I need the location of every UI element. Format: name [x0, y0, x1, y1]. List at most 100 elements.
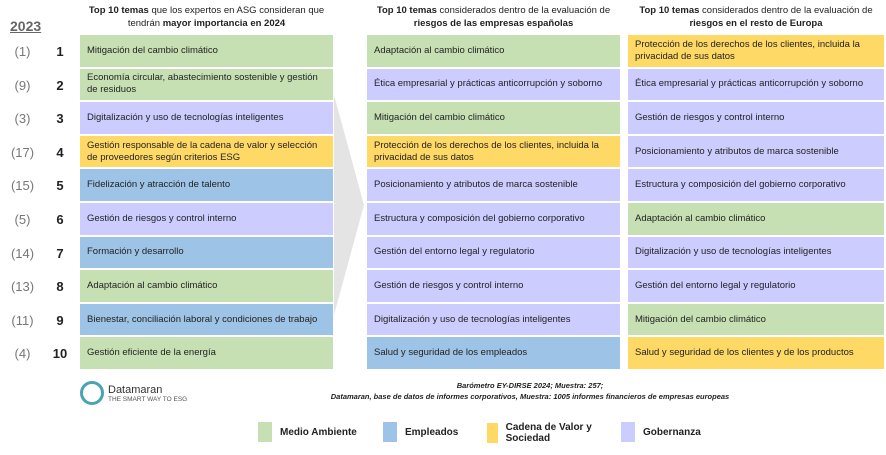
topic-text: Digitalización y uso de tecnologías inte…	[635, 246, 832, 258]
legend-item: Medio Ambiente	[258, 422, 357, 442]
topic-cell: Bienestar, conciliación laboral y condic…	[80, 303, 333, 338]
rank: 3	[56, 111, 64, 127]
topic-cell: Gestión responsable de la cadena de valo…	[80, 135, 333, 170]
year-label: 2023	[10, 18, 42, 34]
topic-cell: Gestión de riesgos y control interno	[628, 102, 884, 136]
topic-text: Ética empresarial y prácticas anticorrup…	[374, 78, 603, 90]
topic-text: Posicionamiento y atributos de marca sos…	[635, 145, 839, 157]
topic-text: Posicionamiento y atributos de marca sos…	[374, 179, 578, 191]
source-note: Barómetro EY-DIRSE 2024; Muestra: 257; Da…	[250, 380, 810, 402]
arrow-icon	[334, 95, 364, 315]
legend-item: Cadena de Valor y Sociedad	[487, 422, 607, 444]
logo-name: Datamaran	[108, 383, 163, 396]
topic-text: Gestión del entorno legal y regulatorio	[635, 279, 796, 291]
previous-rank: (13)	[10, 279, 35, 295]
header-experts: Top 10 temas que los expertos en ASG con…	[88, 5, 325, 29]
legend-label: Empleados	[405, 426, 459, 438]
topic-text: Gestión responsable de la cadena de valo…	[87, 139, 318, 163]
topic-text: Adaptación al cambio climático	[374, 44, 505, 56]
topic-text: Salud y seguridad de los clientes y de l…	[635, 347, 854, 359]
rank: 4	[56, 144, 64, 160]
row-label: (9) 2	[0, 69, 80, 102]
rank: 10	[52, 346, 68, 362]
topic-cell: Ética empresarial y prácticas anticorrup…	[367, 68, 620, 103]
topic-cell: Adaptación al cambio climático	[367, 35, 620, 69]
topic-cell: Gestión del entorno legal y regulatorio	[628, 270, 884, 304]
legend-swatch	[258, 422, 272, 442]
topic-text: Mitigación del cambio climático	[87, 44, 218, 56]
row-label: (14)7	[0, 237, 80, 270]
topic-cell: Digitalización y uso de tecnologías inte…	[80, 102, 333, 136]
rank: 9	[56, 312, 64, 328]
rank: 7	[56, 245, 64, 261]
topic-cell: Mitigación del cambio climático	[628, 303, 884, 338]
topic-cell: Gestión de riesgos y control interno	[80, 203, 333, 237]
topic-cell: Posicionamiento y atributos de marca sos…	[628, 135, 884, 170]
topic-text: Adaptación al cambio climático	[635, 212, 766, 224]
legend-item: Empleados	[383, 422, 458, 442]
row-label: (5)6	[0, 203, 80, 236]
topic-text: Gestión de riesgos y control interno	[374, 279, 524, 291]
topic-cell: Gestión de riesgos y control interno	[367, 270, 620, 304]
previous-rank: (3)	[14, 111, 31, 127]
legend-label: Cadena de Valor y Sociedad	[505, 422, 592, 444]
topic-text: Formación y desarrollo	[87, 246, 184, 258]
row-label: (3) 3	[0, 102, 80, 135]
row-label: (11) 9	[0, 304, 80, 337]
topic-cell: Gestión del entorno legal y regulatorio	[367, 236, 620, 271]
topic-text: Digitalización y uso de tecnologías inte…	[87, 111, 284, 123]
topic-cell: Digitalización y uso de tecnologías inte…	[367, 303, 620, 338]
row-label: (4) 10	[0, 337, 80, 370]
header-europe: Top 10 temas considerados dentro de la e…	[639, 5, 873, 29]
topic-text: Fidelización y atracción de talento	[87, 179, 231, 191]
legend-swatch	[621, 422, 635, 442]
row-label: (17) 4	[0, 136, 80, 169]
previous-rank: (9)	[14, 77, 31, 93]
topic-cell: Estructura y composición del gobierno co…	[628, 169, 884, 203]
topic-cell: Mitigación del cambio climático	[367, 102, 620, 136]
topic-text: Bienestar, conciliación laboral y condic…	[87, 313, 318, 325]
topic-cell: Protección de los derechos de los client…	[628, 35, 884, 69]
topic-text: Adaptación al cambio climático	[87, 279, 218, 291]
topic-text: Mitigación del cambio climático	[635, 313, 766, 325]
topic-text: Salud y seguridad de los empleados	[374, 347, 528, 359]
topic-text: Gestión eficiente de la energía	[87, 347, 216, 359]
previous-rank: (11)	[11, 312, 34, 328]
topic-cell: Formación y desarrollo	[80, 236, 333, 271]
topic-text: Gestión del entorno legal y regulatorio	[374, 246, 535, 258]
topic-text: Estructura y composición del gobierno co…	[635, 179, 846, 191]
rank: 8	[56, 279, 64, 295]
source-line: Barómetro EY-DIRSE 2024; Muestra: 257;	[456, 381, 604, 390]
topic-cell: Fidelización y atracción de talento	[80, 169, 333, 203]
legend-label: Gobernanza	[643, 426, 701, 438]
topic-text: Protección de los derechos de los client…	[635, 38, 860, 62]
topic-cell: Economía circular, abastecimiento sosten…	[80, 68, 333, 103]
logo-icon	[80, 381, 104, 405]
topic-cell: Ética empresarial y prácticas anticorrup…	[628, 68, 884, 103]
previous-rank: (17)	[10, 144, 35, 160]
topic-cell: Mitigación del cambio climático	[80, 35, 333, 69]
legend-label: Medio Ambiente	[280, 426, 357, 438]
topic-cell: Salud y seguridad de los empleados	[367, 337, 620, 371]
header-spain: Top 10 temas considerados dentro de la e…	[376, 5, 611, 29]
topic-cell: Protección de los derechos de los client…	[367, 135, 620, 170]
topic-text: Gestión de riesgos y control interno	[635, 111, 785, 123]
previous-rank: (4)	[14, 346, 31, 362]
rank: 2	[56, 77, 64, 93]
topic-cell: Estructura y composición del gobierno co…	[367, 203, 620, 237]
logo-tagline: THE SMART WAY TO ESG	[108, 395, 188, 403]
topic-text: Economía circular, abastecimiento sosten…	[87, 72, 318, 96]
topic-text: Gestión de riesgos y control interno	[87, 212, 237, 224]
legend-swatch	[487, 423, 498, 443]
topic-cell: Digitalización y uso de tecnologías inte…	[628, 236, 884, 271]
previous-rank: (15)	[10, 178, 35, 194]
topic-text: Estructura y composición del gobierno co…	[374, 212, 585, 224]
rank: 5	[56, 178, 64, 194]
row-label: (15) 5	[0, 169, 80, 202]
source-line: Datamaran, base de datos de informes cor…	[330, 392, 730, 401]
row-label: (13) 8	[0, 270, 80, 303]
topic-cell: Adaptación al cambio climático	[628, 203, 884, 237]
topic-cell: Gestión eficiente de la energía	[80, 337, 333, 371]
topic-cell: Adaptación al cambio climático	[80, 270, 333, 304]
